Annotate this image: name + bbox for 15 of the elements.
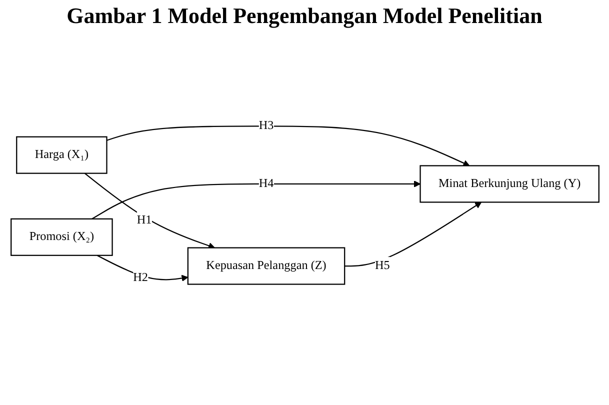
edge-label: H4 [258, 178, 274, 191]
arrow [96, 255, 188, 282]
arrow [106, 126, 470, 167]
node-box: Promosi (X₂) [10, 218, 112, 256]
node-box: Kepuasan Pelanggan (Z) [186, 248, 345, 286]
node-box: Harga (X₁) [16, 136, 107, 174]
arrow [344, 202, 482, 268]
diagram-title: Gambar 1 Model Pengembangan Model Penelitian [66, 4, 544, 28]
edge-label: H5 [374, 260, 390, 273]
arrow [91, 181, 420, 220]
edge-label: H3 [258, 120, 274, 133]
edge-label: H2 [132, 271, 148, 284]
edge-label: H1 [136, 214, 152, 227]
arrow [84, 173, 214, 250]
node-box: Minat Berkunjung Ulang (Y) [419, 166, 599, 204]
